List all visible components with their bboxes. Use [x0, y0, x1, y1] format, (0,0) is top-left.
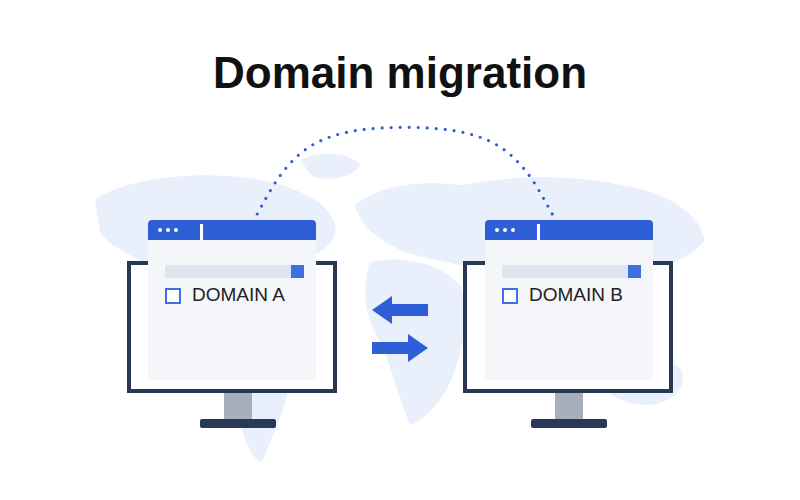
window-dot	[158, 228, 162, 232]
window-dot	[166, 228, 170, 232]
window-dot	[495, 228, 499, 232]
diagram-title: Domain migration	[0, 48, 800, 98]
browser-window: DOMAIN A	[148, 220, 316, 380]
dotted-connector	[257, 127, 552, 214]
tab-divider	[537, 224, 540, 240]
domain-label: DOMAIN A	[192, 284, 285, 306]
checkbox-icon	[502, 288, 518, 304]
domain-label: DOMAIN B	[529, 284, 623, 306]
address-bar	[165, 265, 304, 278]
address-bar	[502, 265, 641, 278]
window-dot	[503, 228, 507, 232]
checkbox-icon	[165, 288, 181, 304]
arrow-right-icon	[372, 334, 428, 362]
continent-greenland	[300, 154, 360, 179]
world-map	[95, 154, 705, 462]
window-dot	[511, 228, 515, 232]
arrow-left-icon	[372, 296, 428, 324]
monitor-base	[531, 419, 607, 428]
exchange-arrows	[372, 296, 428, 362]
monitor-neck	[224, 393, 252, 420]
monitor-base	[200, 419, 276, 428]
continent-africa	[365, 259, 465, 425]
browser-header	[148, 220, 316, 240]
monitor-neck	[555, 393, 583, 420]
browser-header	[485, 220, 653, 240]
window-dot	[174, 228, 178, 232]
address-button	[291, 265, 304, 278]
address-button	[628, 265, 641, 278]
browser-window: DOMAIN B	[485, 220, 653, 380]
tab-divider	[200, 224, 203, 240]
